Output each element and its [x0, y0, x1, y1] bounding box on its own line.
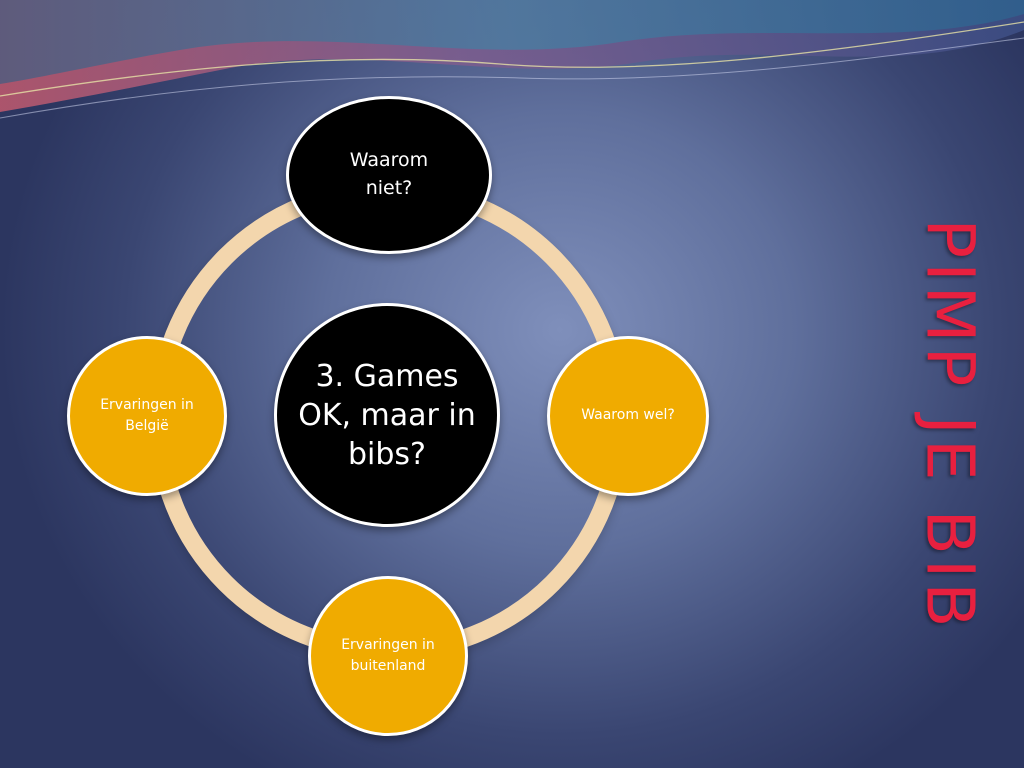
center-topic-label: 3. Games OK, maar in bibs? [298, 358, 476, 472]
node-ervaringen-belgie-label: Ervaringen in België [100, 397, 194, 434]
node-ervaringen-belgie: Ervaringen in België [67, 336, 227, 496]
node-waarom-niet: Waarom niet? [286, 96, 492, 254]
node-waarom-niet-label: Waarom niet? [349, 149, 429, 199]
node-ervaringen-buitenland: Ervaringen in buitenland [308, 576, 468, 736]
node-waarom-wel: Waarom wel? [547, 336, 709, 496]
decorative-wave-banner [0, 0, 1024, 119]
node-ervaringen-buitenland-label: Ervaringen in buitenland [341, 637, 435, 674]
center-topic-node: 3. Games OK, maar in bibs? [274, 303, 500, 527]
node-waarom-wel-label: Waarom wel? [581, 407, 675, 424]
side-title: PIMP JE BIB [911, 218, 989, 632]
